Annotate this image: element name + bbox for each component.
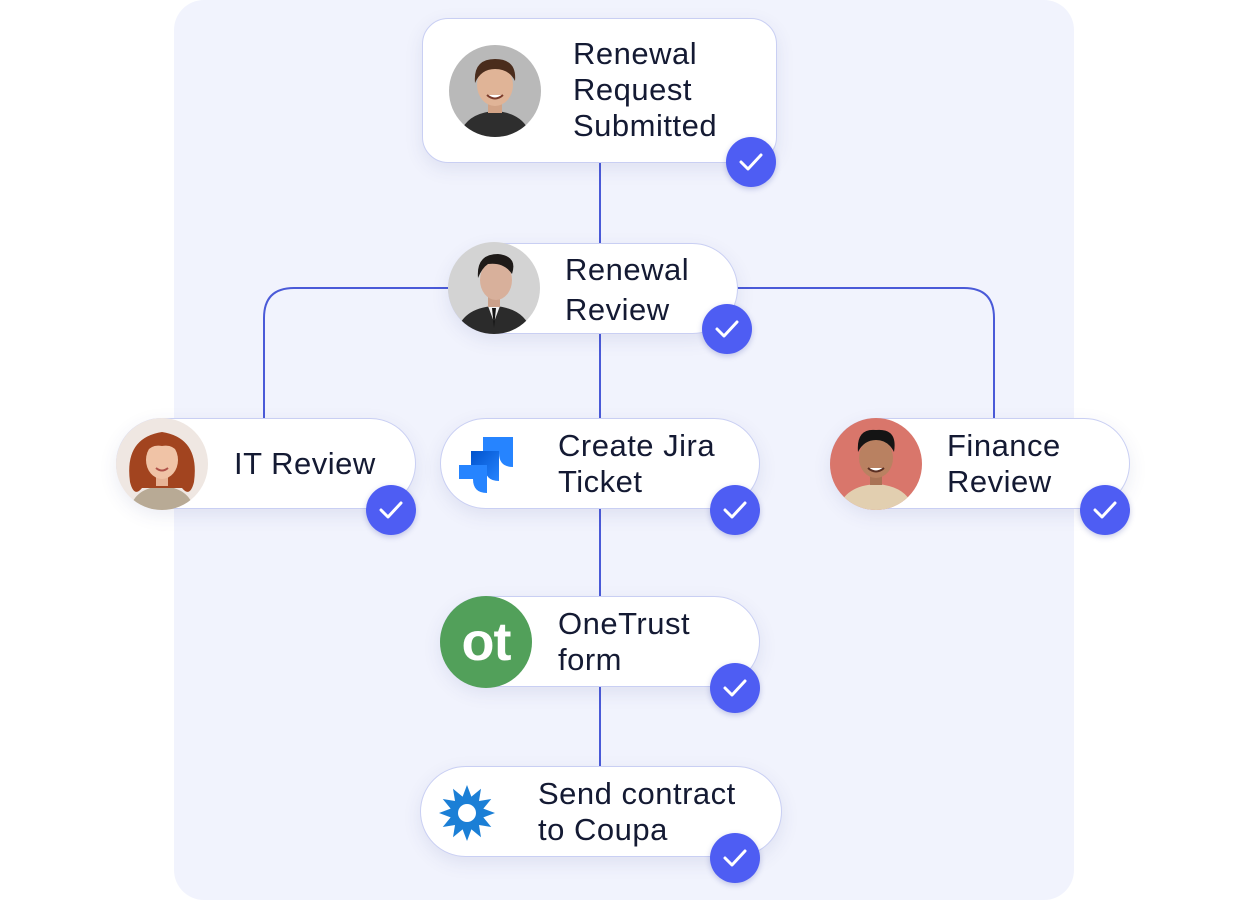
connector-review-to-finance: [736, 287, 995, 420]
check-icon: [710, 663, 760, 713]
person-avatar: [116, 418, 208, 510]
check-icon: [366, 485, 416, 535]
check-icon: [726, 137, 776, 187]
node-label: Create Jira Ticket: [558, 428, 716, 499]
node-label: OneTrust form: [558, 606, 691, 677]
onetrust-logo-icon: ot: [440, 596, 532, 688]
check-icon: [1080, 485, 1130, 535]
check-icon: [710, 833, 760, 883]
jira-logo-icon: [455, 433, 519, 497]
connector-review-to-it: [263, 287, 450, 420]
person-avatar: [830, 418, 922, 510]
node-create-jira[interactable]: Create Jira Ticket: [440, 418, 760, 509]
node-label: IT Review: [234, 446, 376, 481]
node-label: Send contract to Coupa: [538, 776, 736, 847]
check-icon: [702, 304, 752, 354]
person-avatar: [448, 242, 540, 334]
coupa-logo-icon: [437, 783, 497, 843]
node-label: Renewal Review: [565, 252, 690, 327]
node-renewal-request[interactable]: Renewal Request Submitted: [422, 18, 777, 163]
check-icon: [710, 485, 760, 535]
node-label: Finance Review: [947, 428, 1061, 499]
node-label: Renewal Request Submitted: [573, 36, 718, 143]
person-avatar: [449, 45, 541, 137]
